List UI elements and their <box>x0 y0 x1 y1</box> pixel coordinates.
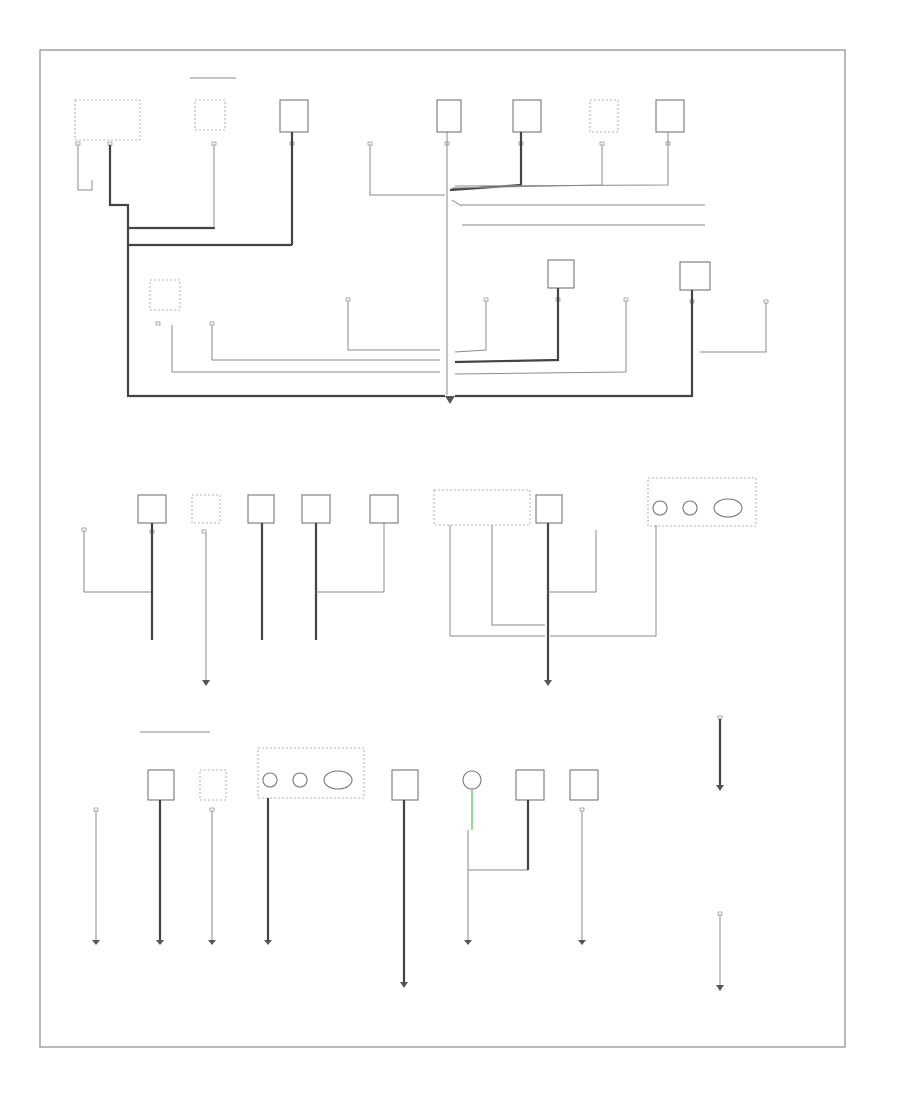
trunk-release-switch <box>433 489 531 526</box>
dash-panel <box>367 141 373 146</box>
license-light-right <box>199 769 227 812</box>
middle-ground-b <box>544 680 552 686</box>
door-lock-switch <box>589 99 619 146</box>
bottom-ground-b <box>716 785 724 791</box>
bottom-ground-a <box>400 982 408 988</box>
right-tail-light <box>647 477 757 527</box>
left-tail-light <box>257 747 365 799</box>
right-power-window-motor <box>369 494 399 524</box>
body-ground-point-b <box>717 911 723 916</box>
right-door-speaker <box>301 494 331 524</box>
left-rear-power-window-switch <box>93 807 99 812</box>
daytime-running-unit <box>436 99 462 146</box>
cruise-control-relay <box>279 99 309 146</box>
body-ground-point-a <box>717 715 723 720</box>
combination-switch <box>149 279 215 326</box>
reverse-relay <box>194 99 226 146</box>
license-lamp <box>462 770 482 790</box>
overdrive-switch <box>623 297 629 302</box>
license-light-left <box>147 769 175 801</box>
seat-heater-unit <box>512 99 542 146</box>
climate-control <box>81 527 87 532</box>
rear-defogger <box>655 99 685 146</box>
cluster-unit <box>345 297 351 302</box>
fuse-box-ground <box>74 99 141 146</box>
left-rear-belt-retractor <box>391 769 419 801</box>
rear-defogger-grid <box>535 494 563 524</box>
left-door-speaker <box>763 299 769 304</box>
right-belt-retractor <box>191 494 221 534</box>
diagram-frame <box>39 49 846 1048</box>
transmission-switch <box>483 297 489 302</box>
bottom-ground-c <box>716 985 724 991</box>
middle-section <box>81 477 757 686</box>
bottom-section <box>92 715 724 991</box>
trunk-opener-motor <box>569 769 599 812</box>
cruise-actuator <box>247 494 275 524</box>
left-front-harness-connector <box>679 261 711 304</box>
top-ground-point <box>445 396 455 404</box>
trunk-light <box>515 769 545 801</box>
top-section <box>74 77 769 404</box>
middle-ground-a <box>202 680 210 686</box>
shift-lock-solenoid <box>547 259 575 302</box>
